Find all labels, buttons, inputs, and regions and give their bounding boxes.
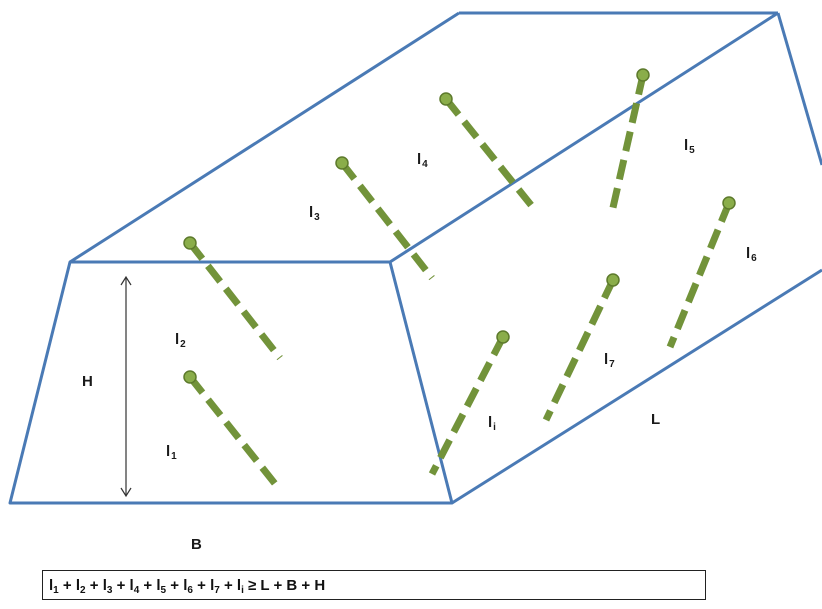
formula-term-sub: 7 xyxy=(214,585,220,596)
fracture-l7 xyxy=(542,278,617,422)
formula-term-sub: 4 xyxy=(133,585,140,596)
fracture-l5-tip xyxy=(636,68,650,82)
height-arrow xyxy=(120,275,132,498)
fracture-l2-tip xyxy=(183,236,197,250)
label-li: li xyxy=(488,414,496,433)
fracture-l6-tip xyxy=(722,196,736,210)
fracture-l3-tip xyxy=(335,156,349,170)
formula-box: l1 + l2 + l3 + l4 + l5 + l6 + l7 + li ≥ … xyxy=(42,570,706,600)
label-l5: l5 xyxy=(684,137,695,156)
label-B: B xyxy=(191,536,202,553)
label-L: L xyxy=(651,411,661,428)
fracture-li xyxy=(428,335,507,476)
fracture-l6 xyxy=(666,201,733,349)
fracture-l7-tip xyxy=(606,273,620,287)
formula-term-base: l xyxy=(49,577,54,594)
fracture-l3 xyxy=(339,160,435,281)
formula-term-sub: 3 xyxy=(106,585,113,596)
formula-term-sub: 6 xyxy=(187,585,193,596)
formula-term-base: l xyxy=(75,577,81,594)
formula-term-base: l xyxy=(210,577,215,594)
formula-term-sub: 2 xyxy=(80,585,86,596)
prism-outline xyxy=(8,11,822,505)
fractures-group xyxy=(183,68,736,493)
back-right-edge xyxy=(776,12,822,166)
label-l2: l2 xyxy=(175,331,186,350)
fracture-l2 xyxy=(187,240,283,361)
label-H: H xyxy=(82,373,93,390)
formula-rhs: ≥ L + B + H xyxy=(243,577,326,594)
label-l1: l1 xyxy=(166,443,177,462)
fracture-l1 xyxy=(187,374,283,493)
bottom-right-edge xyxy=(451,268,822,505)
top-right-edge xyxy=(389,11,779,264)
fracture-li-tip xyxy=(496,330,510,344)
formula-term-sub: 1 xyxy=(53,585,59,596)
label-l3: l3 xyxy=(309,204,320,223)
label-l7: l7 xyxy=(604,351,615,370)
formula-text: l1 + l2 + l3 + l4 + l5 + l6 + l7 + li ≥ … xyxy=(49,577,326,596)
top-left-edge xyxy=(69,11,460,264)
label-l4: l4 xyxy=(417,151,428,170)
formula-term-base: l xyxy=(183,577,188,594)
formula-term-base: l xyxy=(236,577,242,594)
label-l6: l6 xyxy=(746,245,757,264)
formula-term-base: l xyxy=(156,577,161,594)
fracture-l1-tip xyxy=(183,370,197,384)
formula-term-base: l xyxy=(129,577,134,594)
formula-term-base: l xyxy=(102,577,107,594)
fracture-l5 xyxy=(608,74,647,213)
fracture-l4 xyxy=(443,96,538,213)
formula-term-sub: i xyxy=(241,585,244,596)
formula-term-sub: 5 xyxy=(160,585,167,596)
fracture-l4-tip xyxy=(439,92,453,106)
